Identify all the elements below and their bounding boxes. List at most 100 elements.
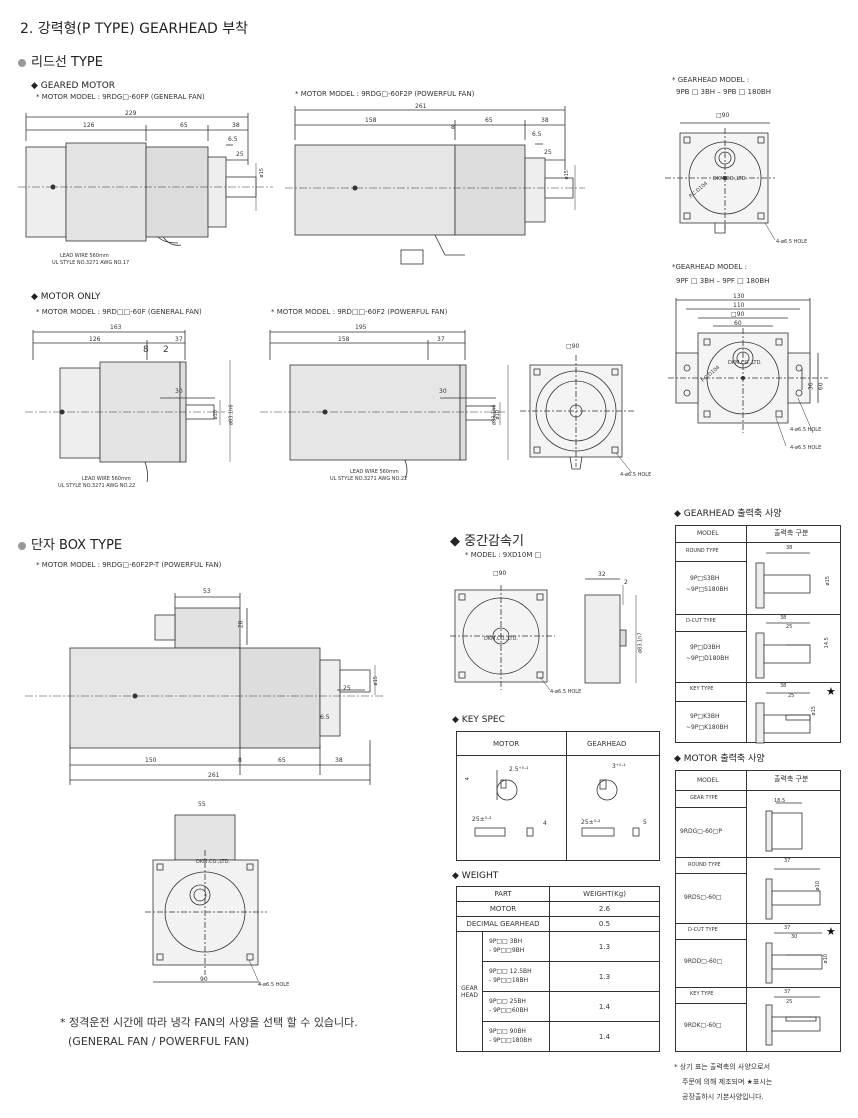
mid-model: * MODEL : 9XD10M □ [465,551,542,559]
gh2-d: 60 [734,320,742,327]
gm-g-e: 25 [236,151,244,158]
box-front-view [145,814,267,986]
weight-gear-part: 9P□□ 25BH- 9P□□60BH [482,991,550,1022]
gh-out-d2: 25 [786,624,793,630]
mo-front-hole: 4-ø6.5 HOLE [620,472,652,478]
weight-gear-value: 1.3 [549,961,660,992]
box-model: * MOTOR MODEL : 9RDG□-60F2P-T (POWERFUL … [36,561,222,569]
mo-out-m1: 9RDD□-60□ [684,958,723,965]
foot-note-1: * 상기 표는 출력축의 사양으로서 [674,1063,771,1071]
mo-out-d1: 18.5 [774,798,786,804]
mo-p-pilot: ø83.1h6 [491,404,498,426]
gh2-a: 130 [733,293,745,300]
box-dim-a: 53 [203,588,211,595]
weight-row-part: MOTOR [456,901,550,917]
lead-wire-3b: UL STYLE NO.3271 AWG NO.22 [330,476,408,482]
weight-gear-part: 9P□□ 90BH- 9P□□180BH [482,1021,550,1052]
keyspec-g-c: 5 [643,819,647,826]
weight-col-part: PART [456,886,550,902]
mo-g-b: 37 [175,336,183,343]
keyspec-m-b: 25±⁰·² [472,816,492,823]
keyspec-g-a: 3⁺⁰·¹ [612,763,626,770]
box-brand: DKM.CO.,LTD. [196,859,231,865]
gh-out-m2: ~9P□K180BH [686,724,729,731]
gh-dim-1: □90 [716,112,730,119]
gm-p-a: 158 [365,117,377,124]
gh-out-col-model: MODEL [697,530,719,537]
keyspec-col-gearhead: GEARHEAD [587,740,627,748]
gh-brand-2: DKM.CO.,LTD. [728,360,763,366]
mo-general-model: * MOTOR MODEL : 9RD□□-60F (GENERAL FAN) [36,308,202,316]
mo-out-d1: 37 [784,925,791,931]
gh-hole-2a: 4-ø6.5 HOLE [790,427,822,433]
mid-dim-b: 32 [598,571,606,578]
mo-out-col-shaft: 출력축 구분 [774,775,809,783]
mid-brand: DKM.CO.,LTD. [484,636,519,642]
mid-dim-c: 2 [624,579,628,586]
bullet-dot [18,542,26,550]
gm-powerful-model: * MOTOR MODEL : 9RDG□-60F2P (POWERFUL FA… [295,90,475,98]
motor-front-view [520,355,635,474]
geared-motor-powerful-drawing [285,106,585,265]
keyspec-g-b: 25±⁰·² [581,819,601,826]
mo-out-type: ROUND TYPE [688,862,721,868]
box-hole: 4-ø6.5 HOLE [258,982,290,988]
gh-label-2: *GEARHEAD MODEL : [672,263,747,271]
mid-reducer-drawing [450,578,637,691]
motor-only-general-drawing [25,330,231,483]
weight-gear-part: 9P□□ 12.5BH- 9P□□18BH [482,961,550,992]
box-note-2: (GENERAL FAN / POWERFUL FAN) [68,1035,250,1048]
lead-wire-3: LEAD WIRE 560mm [350,469,399,475]
gearhead-face-1 [665,122,776,241]
lead-wire-2b: UL STYLE NO.3271 AWG NO.22 [58,483,136,489]
motor-output-heading: ◆ MOTOR 출력축 사양 [674,754,765,764]
gm-g-shaft: ø15 [258,168,265,178]
gm-p-f: 25 [544,149,552,156]
box-dim-b: 28 [237,620,245,629]
mid-hole: 4-ø6.5 HOLE [550,689,582,695]
gm-g-total: 229 [125,110,137,117]
box-dim-d: 6.5 [320,714,330,721]
box-dim-c: 25 [343,685,351,692]
mo-out-d2: 30 [791,934,798,940]
gh-out-type: D-CUT TYPE [686,618,716,624]
weight-row-value: 2.6 [549,901,660,917]
box-heading: 단자 BOX TYPE [31,538,123,553]
mo-out-m1: 9RDG□-60□P [680,828,723,835]
geared-motor-general-drawing [18,113,273,246]
page-title: 2. 강력형(P TYPE) GEARHEAD 부착 [20,21,249,37]
mo-g-shaft: ø10 [212,410,219,420]
box-shaft: ø15 [372,676,379,686]
gh-out-m2: ~9P□D180BH [686,655,729,662]
gh-out-m1: 9P□D3BH [690,644,721,651]
gh-out-d1: 38 [786,545,793,551]
lead-wire-1: LEAD WIRE 560mm [60,253,109,259]
weight-table: PART WEIGHT(Kg) MOTOR 2.6 DECIMAL GEARHE… [456,886,660,1052]
gh2-f: 60 [817,382,825,391]
mo-front-dim: □90 [566,343,580,350]
box-note-1: * 정격운전 시간에 따라 냉각 FAN의 사양을 선택 할 수 있습니다. [60,1016,358,1029]
gh-model-2: 9PF □ 3BH – 9PF □ 180BH [676,277,770,285]
weight-gear-value: 1.3 [549,931,660,962]
mo-out-d1: 37 [784,858,791,864]
gh-label-1: * GEARHEAD MODEL : [672,76,750,84]
gm-g-d: 6.5 [228,136,238,143]
box-dim-g: 65 [278,757,286,764]
weight-row-part: DECIMAL GEARHEAD [456,916,550,932]
gm-g-a: 126 [83,122,95,129]
box-top-dim: 55 [198,801,206,808]
weight-gear-part: 9P□□ 3BH- 9P□□9BH [482,931,550,962]
mo-out-m1: 9RDS□-60□ [684,894,722,901]
mo-out-col-model: MODEL [697,777,719,784]
weight-gear-value: 1.4 [549,1021,660,1052]
mid-dim-a: □90 [493,570,507,577]
gh-out-type: KEY TYPE [690,686,714,692]
mo-out-type: KEY TYPE [690,991,714,997]
star-icon: ★ [826,925,836,938]
gh-out-m1: 9P□S3BH [690,575,720,582]
lead-heading: 리드선 TYPE [31,55,103,70]
mo-p-total: 195 [355,324,367,331]
gm-g-c: 38 [232,122,240,129]
mo-g-a: 126 [89,336,101,343]
bullet-dot [18,59,26,67]
